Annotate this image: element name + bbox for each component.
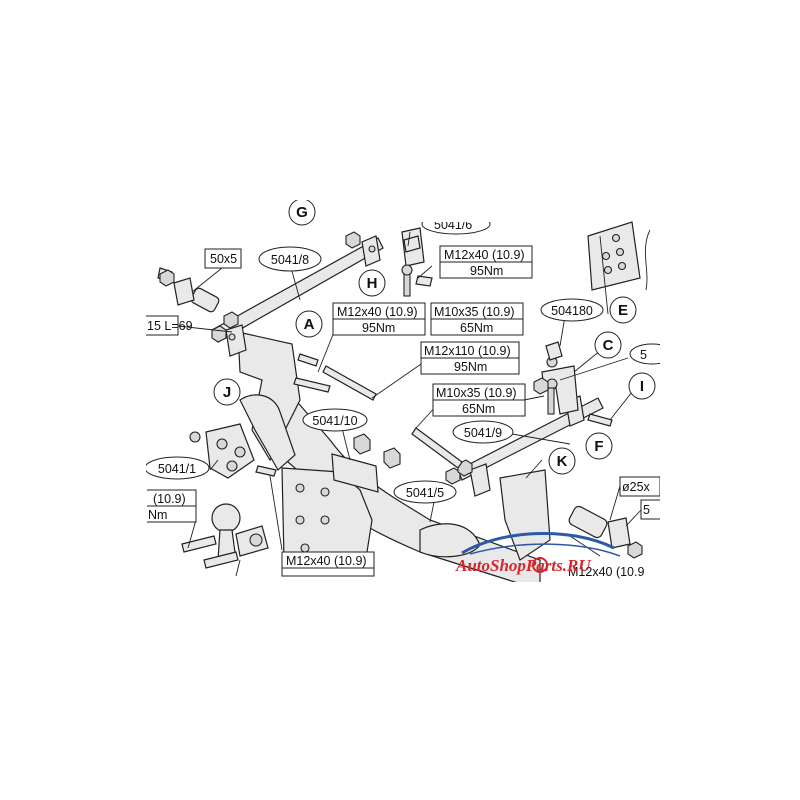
svg-text:M12x40 (10.9: M12x40 (10.9 [568, 565, 644, 579]
svg-text:H: H [367, 275, 378, 292]
label-5041-5: 5041/5 [393, 480, 457, 504]
part-5041-10-plate [331, 433, 401, 493]
svg-text:G: G [296, 204, 308, 221]
callout-h: H [358, 269, 386, 297]
label-spec-h-top: M12x40 (10.9) 95Nm [439, 245, 533, 279]
callout-a: A [295, 310, 323, 338]
svg-text:M10x35 (10.9): M10x35 (10.9) [434, 305, 515, 319]
svg-text:15 L=69: 15 L=69 [147, 319, 193, 333]
svg-text:95Nm: 95Nm [362, 321, 395, 335]
label-spec-m12x110: M12x110 (10.9) 95Nm [420, 341, 520, 375]
svg-text:I: I [640, 378, 644, 395]
svg-text:5041/1: 5041/1 [158, 462, 196, 476]
callout-i: I [628, 372, 656, 400]
svg-text:M10x35 (10.9): M10x35 (10.9) [436, 386, 517, 400]
svg-text:95Nm: 95Nm [470, 264, 503, 278]
label-5041-10: 5041/10 [302, 408, 368, 432]
svg-text:E: E [618, 302, 628, 319]
label-504180: 504180 [540, 298, 604, 322]
label-right-5-mid: 5 [640, 499, 662, 520]
label-50x5: 50x5 [204, 248, 242, 269]
svg-text:M12x40 (10.9): M12x40 (10.9) [337, 305, 418, 319]
svg-text:Nm: Nm [148, 508, 167, 522]
svg-text:AutoShopParts.RU: AutoShopParts.RU [455, 556, 591, 575]
label-5041-1: 5041/1 [130, 455, 210, 481]
svg-text:95Nm: 95Nm [454, 360, 487, 374]
svg-text:K: K [557, 453, 568, 470]
label-5041-6: 5041/6 [400, 206, 510, 235]
svg-text:5: 5 [643, 503, 650, 517]
hitch-main-beam [237, 331, 551, 591]
svg-text:(10.9): (10.9) [153, 492, 186, 506]
svg-text:65Nm: 65Nm [460, 321, 493, 335]
svg-text:M12x110 (10.9): M12x110 (10.9) [424, 344, 511, 358]
watermark-logo: AutoShopParts.RU [455, 531, 621, 575]
svg-text:J: J [223, 384, 231, 401]
callout-c: C [594, 331, 622, 359]
callout-f: F [585, 432, 613, 460]
label-5041-8: 5041/8 [258, 246, 322, 272]
label-right-m12-partial: M12x40 (10.9 [568, 565, 644, 579]
callout-e: E [609, 296, 637, 324]
svg-text:M12x40 (10.9): M12x40 (10.9) [286, 554, 367, 568]
bracket-c-e [533, 341, 613, 427]
label-spec-m10-a: M10x35 (10.9) 65Nm [430, 302, 524, 336]
part-5041-6-bracket [401, 227, 433, 297]
svg-text:5: 5 [640, 348, 647, 362]
label-spec-left-low: (10.9) Nm [130, 486, 197, 526]
callout-g: G [288, 198, 316, 226]
spacer-tube-left [157, 267, 220, 313]
label-left-l69: 15 L=69 [110, 312, 193, 338]
part-5041-9-rail [411, 395, 643, 559]
svg-text:65Nm: 65Nm [462, 402, 495, 416]
callout-j: J [213, 378, 241, 406]
svg-text:50x5: 50x5 [210, 252, 237, 266]
label-right-d25: ø25x [619, 476, 661, 497]
svg-text:5041/8: 5041/8 [271, 253, 309, 267]
part-504180-plate [587, 221, 651, 291]
svg-text:C: C [603, 337, 614, 354]
svg-text:A: A [304, 316, 315, 333]
tow-ball-assembly [181, 423, 277, 569]
svg-text:5041/5: 5041/5 [406, 486, 444, 500]
label-spec-a: M12x40 (10.9) 95Nm [332, 302, 426, 336]
svg-text:5041/10: 5041/10 [312, 414, 357, 428]
svg-text:5041/9: 5041/9 [464, 426, 502, 440]
svg-text:M12x40 (10.9): M12x40 (10.9) [444, 248, 525, 262]
svg-text:504180: 504180 [551, 304, 593, 318]
svg-text:ø25x: ø25x [622, 480, 651, 494]
callout-k: K [548, 447, 576, 475]
label-spec-bottom: M12x40 (10.9) [281, 551, 375, 577]
label-spec-m10-b: M10x35 (10.9) 65Nm [432, 383, 526, 417]
label-5041-9: 5041/9 [452, 420, 514, 444]
svg-text:F: F [594, 438, 603, 455]
